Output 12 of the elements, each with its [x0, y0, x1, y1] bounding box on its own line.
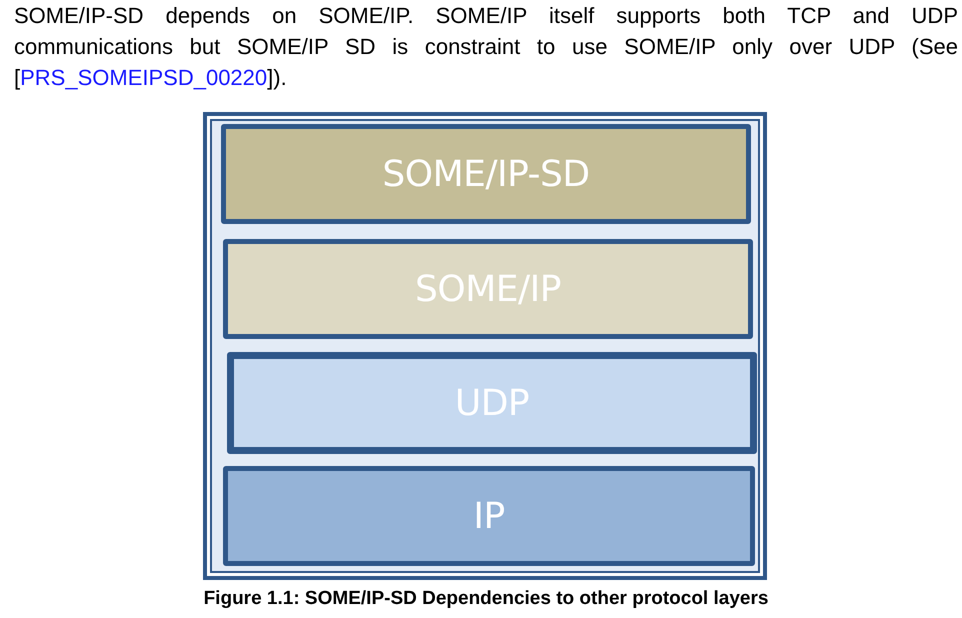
protocol-layer [223, 466, 755, 566]
protocol-layer [221, 124, 751, 224]
layer-label: SOME/IP [415, 268, 561, 310]
protocol-layer [227, 352, 757, 454]
figure-caption: Figure 1.1: SOME/IP-SD Dependencies to other protocol layers [202, 588, 770, 610]
layer-label: UDP [454, 382, 530, 424]
layer-label: IP [473, 496, 505, 536]
body-paragraph: SOME/IP-SD depends on SOME/IP. SOME/IP itself supports both TCP and UDP communications but SOME/IP SD is constraint to use SOME/IP only over UDP (See [PRS_SOMEIPSD_00220]). [14, 2, 958, 92]
protocol-layer [223, 239, 753, 339]
outer-frame [203, 112, 767, 580]
layer-label: SOME/IP-SD [382, 154, 590, 194]
reference-link: PRS_SOMEIPSD_00220 [20, 65, 268, 90]
